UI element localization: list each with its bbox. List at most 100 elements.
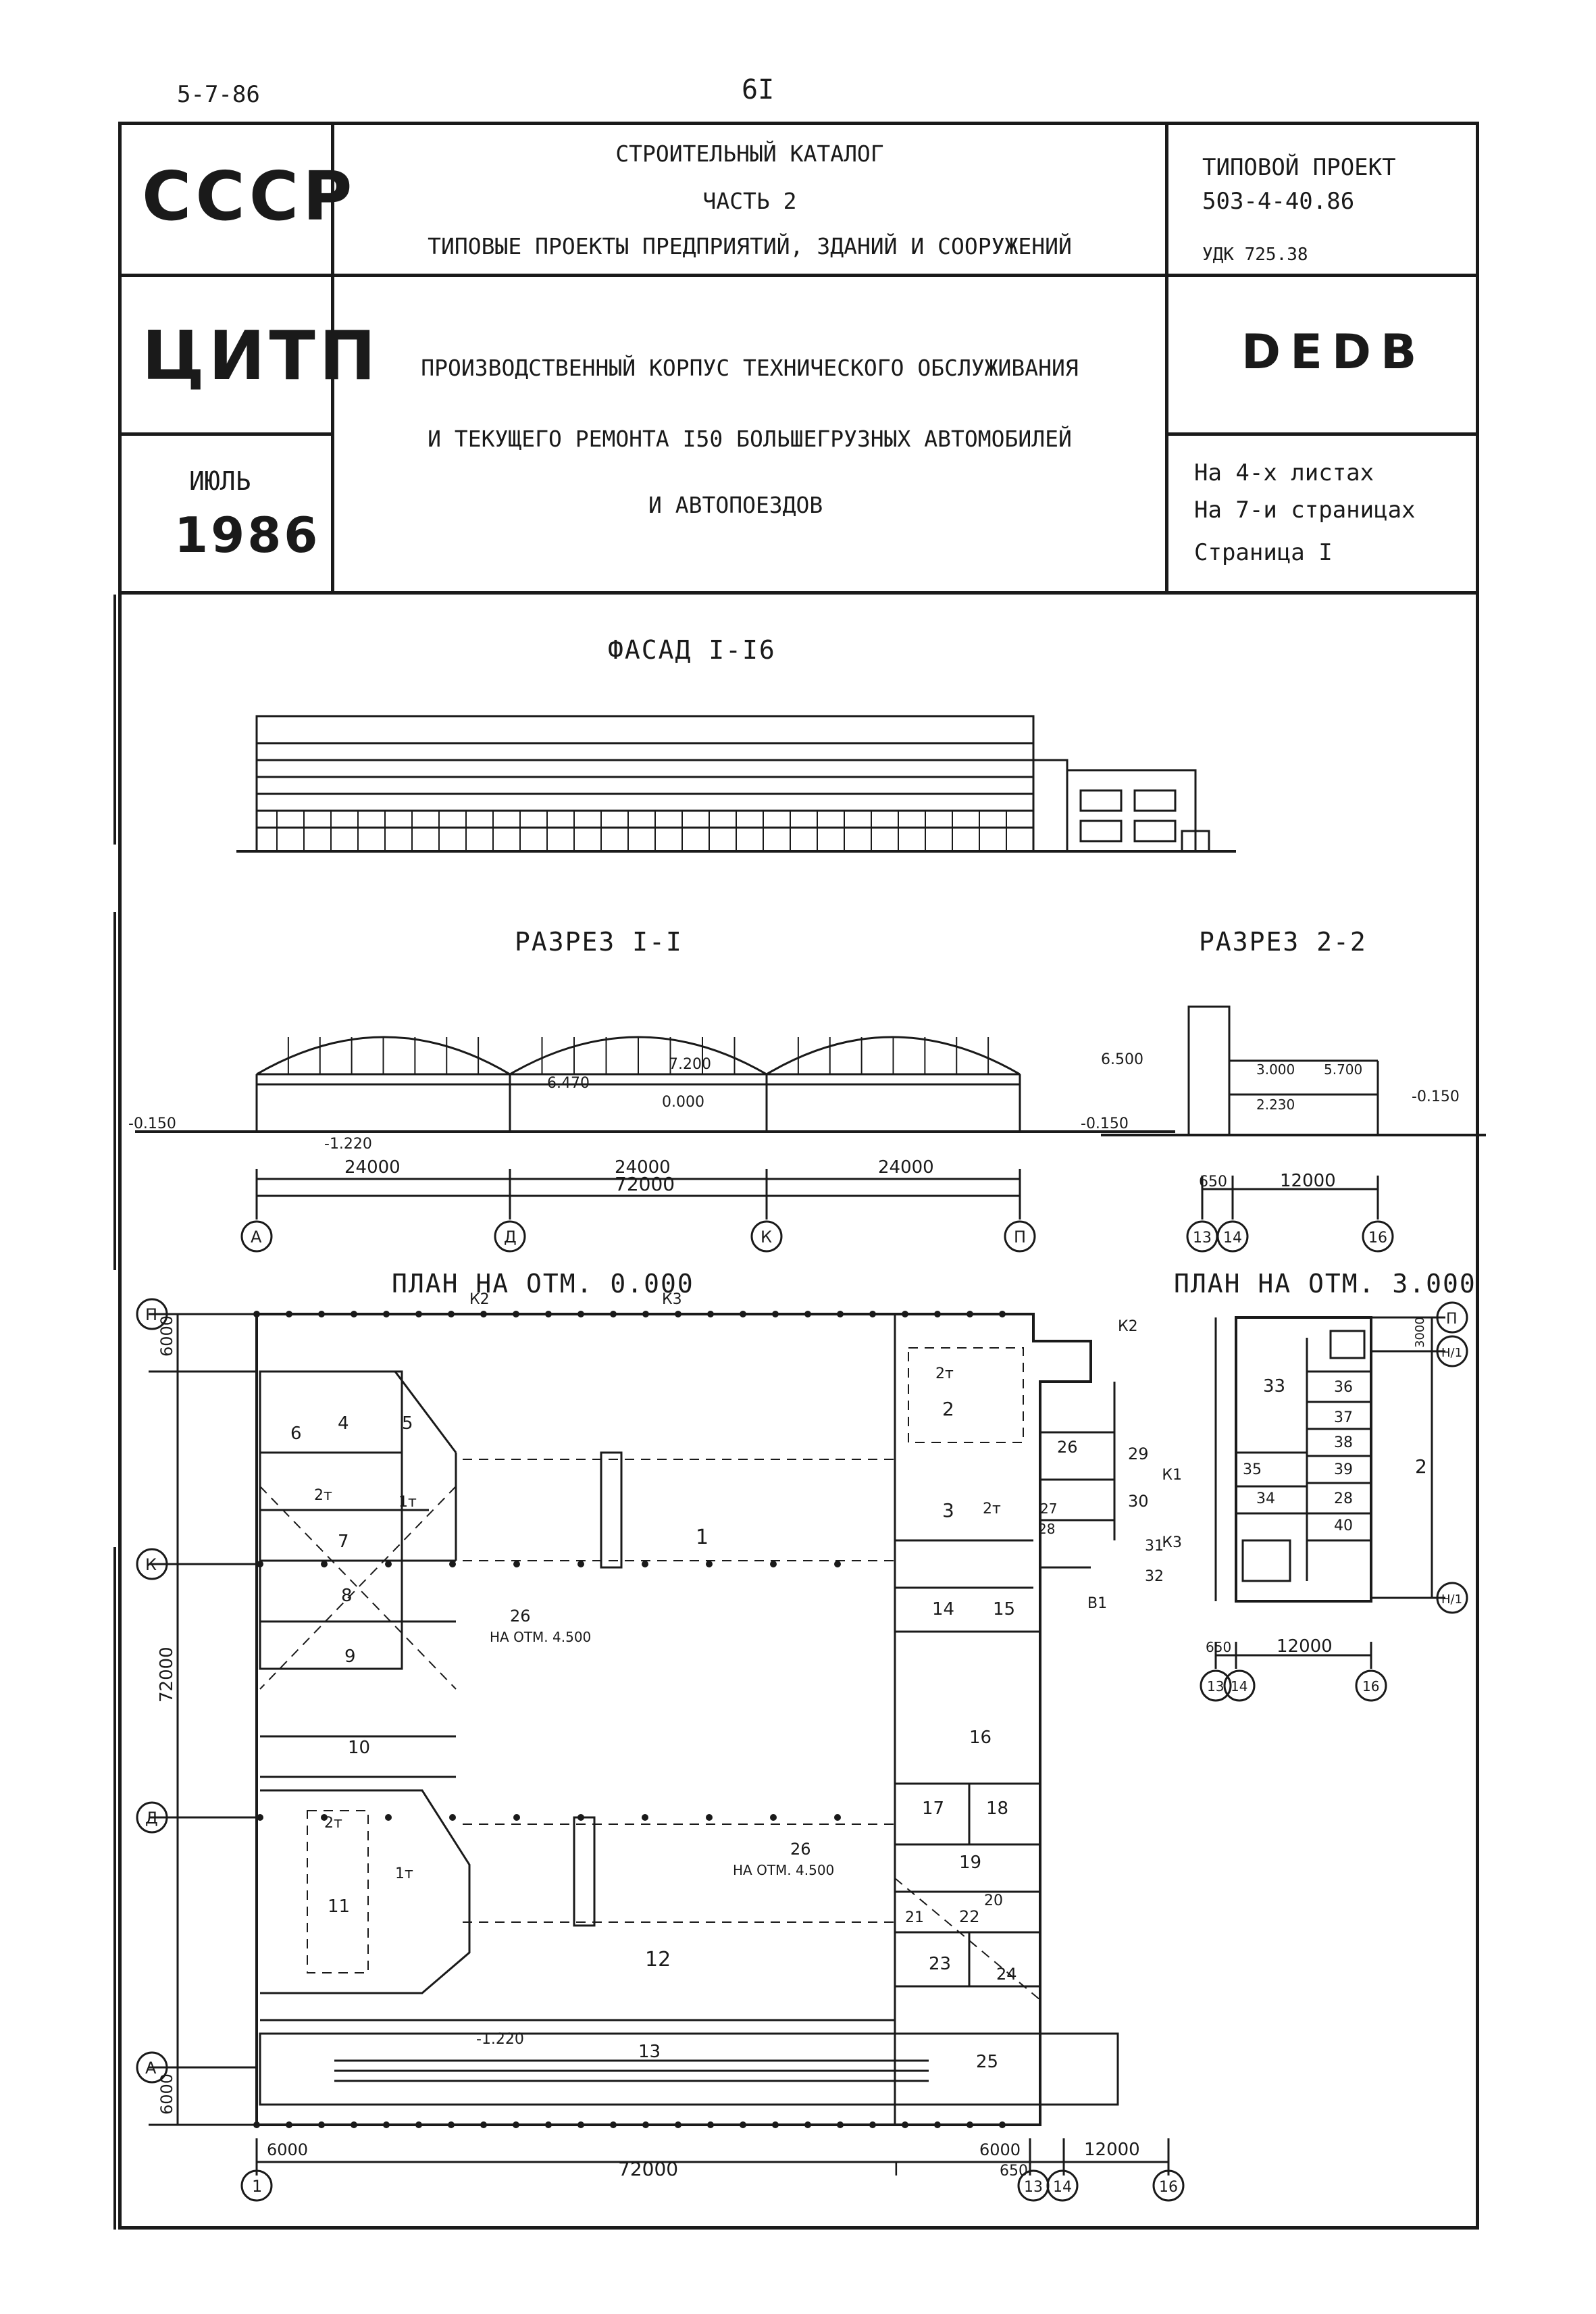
column-mark (513, 1814, 520, 1821)
plan2-dim-a: 650 (1206, 1639, 1231, 1655)
plan1-room-31: 31 (1145, 1538, 1164, 1555)
facade-title: ФАСАД I-I6 (608, 635, 776, 665)
plan1-room-9: 9 (344, 1646, 356, 1667)
column-mark (869, 1311, 876, 1317)
column-mark (675, 2121, 681, 2128)
section2-elev-b: 3.000 (1256, 1061, 1295, 1078)
section1-elev-top: 7.200 (669, 1056, 711, 1073)
plan2-room-40: 40 (1334, 1517, 1353, 1534)
margin-mark-lower (113, 1547, 116, 2230)
plan1-room-19: 19 (959, 1853, 981, 1873)
section1-elev-pit: -1.220 (324, 1136, 372, 1153)
column-mark (351, 2121, 357, 2128)
title-block-bottom (118, 591, 1479, 595)
column-mark (642, 2121, 649, 2128)
column-mark (449, 1561, 456, 1567)
title-column-1 (331, 122, 334, 595)
series-code: 5-7-86 (177, 81, 260, 108)
section-2-drawing: 6.500 3.000 5.700 2.230 -0.150 650 12000… (1101, 1005, 1486, 1253)
plan2-dim-top: 3000 (1413, 1317, 1427, 1348)
page-number: 6I (742, 74, 775, 105)
plan2-room-38: 38 (1334, 1434, 1353, 1451)
column-mark (545, 1311, 552, 1317)
column-mark (253, 1311, 260, 1317)
section2-axis-13: 13 (1193, 1230, 1212, 1247)
issue-year: 1986 (174, 507, 321, 563)
section1-elev-right: -0.150 (1081, 1115, 1129, 1132)
plan1-note-b: 26 (790, 1840, 811, 1859)
column-mark (513, 1561, 520, 1567)
column-mark (770, 1814, 777, 1821)
section1-dim-1: 24000 (344, 1157, 401, 1178)
column-mark (804, 1311, 811, 1317)
project-type-label: ТИПОВОЙ ПРОЕКТ (1202, 154, 1396, 181)
column-mark (967, 2121, 973, 2128)
section-1-drawing: -0.150 -0.150 -1.220 0.000 6.470 7.200 2… (128, 1036, 1175, 1253)
column-mark (707, 2121, 714, 2128)
plan1-crane-tag-1: 2т (314, 1487, 332, 1504)
plan1-axis-p: П (145, 1305, 157, 1324)
section1-axis-p: П (1014, 1228, 1026, 1247)
plan-2-drawing: 33 34 35 36 37 38 39 40 28 П Н/1 Н/1 300… (1200, 1301, 1468, 1702)
plan2-room-33: 33 (1263, 1376, 1285, 1397)
plan2-room-28: 28 (1334, 1490, 1353, 1507)
facade-drawing (236, 715, 1236, 853)
column-mark (385, 1814, 392, 1821)
section-2-title: РАЗРЕЗ 2-2 (1199, 927, 1367, 957)
column-mark (740, 2121, 746, 2128)
plan1-room-21: 21 (905, 1909, 924, 1926)
section2-axis-14: 14 (1223, 1230, 1242, 1247)
column-mark (545, 2121, 552, 2128)
column-mark (772, 2121, 779, 2128)
column-mark (318, 1311, 325, 1317)
section1-axis-k: К (761, 1228, 772, 1247)
plan2-section-mark: 2 (1415, 1455, 1427, 1478)
column-mark (321, 1814, 328, 1821)
plan1-axis-1: 1 (252, 2177, 262, 2196)
plan1-room-14: 14 (932, 1599, 954, 1619)
project-title-line-3: И АВТОПОЕЗДОВ (648, 492, 823, 518)
column-mark (804, 2121, 811, 2128)
plan1-dim-bottom-2: 72000 (618, 2158, 678, 2180)
sheet-count: На 4-х листах (1194, 459, 1374, 486)
plan1-axis-14: 14 (1053, 2179, 1072, 2196)
plan1-room-4: 4 (338, 1413, 349, 1434)
plan2-axis-16: 16 (1362, 1678, 1379, 1694)
plan1-room-11: 11 (328, 1896, 350, 1917)
plan1-tag-k3-top: К3 (662, 1291, 682, 1308)
section2-axis-16: 16 (1368, 1230, 1387, 1247)
plan1-room-24: 24 (996, 1965, 1017, 1984)
plan1-room-16: 16 (969, 1728, 992, 1748)
column-mark (610, 2121, 617, 2128)
catalog-line-1: СТРОИТЕЛЬНЫЙ КАТАЛОГ (615, 141, 884, 167)
plan1-crane-tag-6: 2т (324, 1815, 342, 1832)
plan-2-title: ПЛАН НА ОТМ. 3.000 (1174, 1269, 1476, 1299)
plan-1-title: ПЛАН НА ОТМ. 0.000 (392, 1269, 694, 1299)
column-mark (869, 2121, 876, 2128)
plan1-dim-bottom-1: 6000 (267, 2140, 308, 2159)
plan1-room-22: 22 (959, 1907, 980, 1926)
column-mark (351, 1311, 357, 1317)
section2-dim-b: 12000 (1280, 1171, 1336, 1191)
udk-code: УДК 725.38 (1202, 245, 1308, 265)
sheet-frame (118, 122, 1479, 2230)
plan1-room-3: 3 (942, 1499, 954, 1521)
plan1-room-8: 8 (341, 1586, 353, 1606)
section2-elev-d: 2.230 (1256, 1097, 1295, 1113)
title-column-2 (1165, 122, 1168, 595)
plan1-room-1: 1 (696, 1526, 709, 1549)
section2-elev-a: 6.500 (1101, 1051, 1143, 1068)
project-code: DEDB (1241, 324, 1426, 380)
column-mark (321, 1561, 328, 1567)
catalog-line-3: ТИПОВЫЕ ПРОЕКТЫ ПРЕДПРИЯТИЙ, ЗДАНИЙ И СО… (428, 233, 1072, 259)
column-mark (415, 2121, 422, 2128)
plan1-room-5: 5 (402, 1413, 413, 1434)
plan1-room-18: 18 (986, 1799, 1008, 1819)
plan1-axis-d: Д (145, 1809, 158, 1828)
plan1-room-10: 10 (348, 1738, 370, 1758)
plan2-axis-n1-top: Н/1 (1441, 1346, 1462, 1360)
column-mark (253, 2121, 260, 2128)
column-mark (999, 1311, 1006, 1317)
plan2-axis-14: 14 (1231, 1678, 1247, 1694)
column-mark (834, 1561, 841, 1567)
